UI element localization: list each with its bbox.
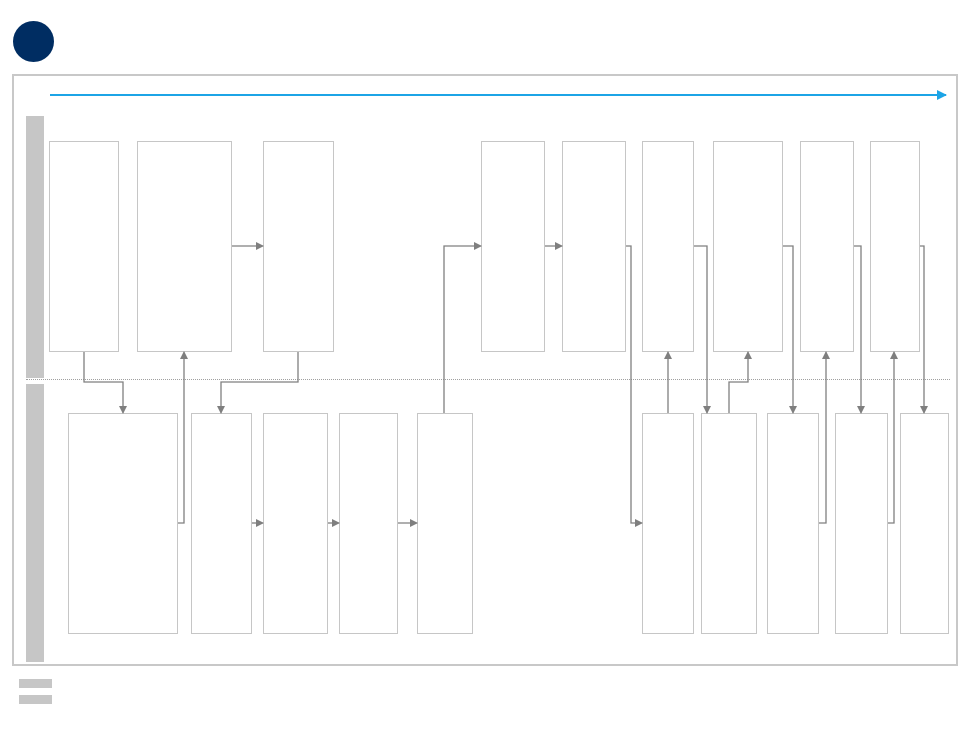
process-box-bottom-2 <box>191 413 252 634</box>
connector-arrow <box>819 351 830 524</box>
swimlane-label-bar-top <box>26 116 44 378</box>
connector-arrow <box>83 352 127 414</box>
connector-arrow <box>178 351 188 524</box>
process-box-bottom-5 <box>417 413 473 634</box>
connector-arrow <box>217 352 299 414</box>
process-box-top-2 <box>137 141 232 352</box>
connector-arrow <box>854 245 865 414</box>
swimlane-label-bar-bottom <box>26 384 44 662</box>
connector-arrow <box>783 245 797 414</box>
process-box-top-4 <box>481 141 545 352</box>
process-box-top-6 <box>642 141 694 352</box>
process-box-top-3 <box>263 141 334 352</box>
process-box-bottom-10 <box>900 413 949 634</box>
process-box-bottom-8 <box>767 413 819 634</box>
process-box-top-8 <box>800 141 854 352</box>
connector-arrow <box>443 242 482 413</box>
process-box-bottom-9 <box>835 413 888 634</box>
process-box-bottom-6 <box>642 413 694 634</box>
connector-arrow <box>694 245 711 414</box>
connector-arrow <box>626 245 643 527</box>
connector-arrow <box>888 351 898 524</box>
diagram-frame <box>12 74 958 666</box>
process-box-top-9 <box>870 141 920 352</box>
connector-arrow <box>920 245 928 414</box>
process-box-top-1 <box>49 141 119 352</box>
legend-swatch-2 <box>19 695 52 704</box>
process-box-bottom-1 <box>68 413 178 634</box>
process-box-bottom-7 <box>701 413 757 634</box>
legend-swatch-1 <box>19 679 52 688</box>
brand-logo-dot <box>13 21 54 62</box>
swimlane-divider <box>26 379 950 380</box>
connector-arrow <box>728 351 752 413</box>
